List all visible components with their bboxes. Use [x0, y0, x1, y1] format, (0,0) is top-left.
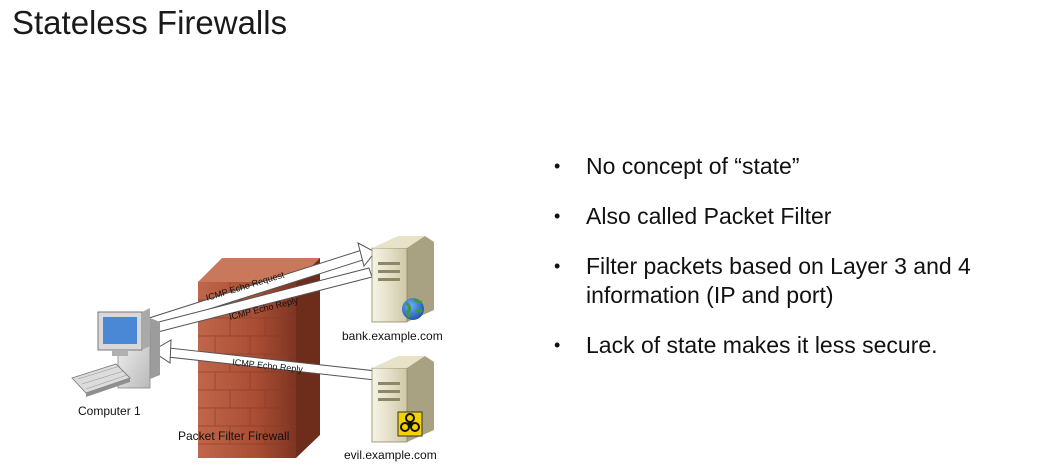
firewall-label: Packet Filter Firewall	[178, 429, 289, 443]
slide-title: Stateless Firewalls	[12, 4, 288, 41]
bullet-text: Lack of state makes it less secure.	[586, 332, 938, 358]
bullet-text: No concept of “state”	[586, 153, 800, 179]
bullet-text: Also called Packet Filter	[586, 203, 832, 229]
computer-icon	[71, 308, 160, 397]
bullet-item: • Also called Packet Filter	[552, 202, 1052, 231]
bullet-list: • No concept of “state” • Also called Pack…	[552, 152, 1052, 381]
computer-label: Computer 1	[78, 404, 141, 418]
bullet-dot-icon: •	[554, 206, 561, 226]
bullet-dot-icon: •	[554, 335, 561, 355]
bullet-text: Filter packets based on Layer 3 and 4 in…	[586, 253, 971, 308]
bullet-item: • Filter packets based on Layer 3 and 4 i…	[552, 252, 1052, 310]
evil-server-label: evil.example.com	[344, 448, 437, 462]
bank-server-icon	[371, 236, 434, 323]
bank-server-label: bank.example.com	[342, 329, 443, 343]
evil-server-icon	[371, 356, 434, 443]
bullet-item: • No concept of “state”	[552, 152, 1052, 181]
bullet-dot-icon: •	[554, 156, 561, 176]
bullet-dot-icon: •	[554, 256, 561, 276]
bullet-item: • Lack of state makes it less secure.	[552, 331, 1052, 360]
